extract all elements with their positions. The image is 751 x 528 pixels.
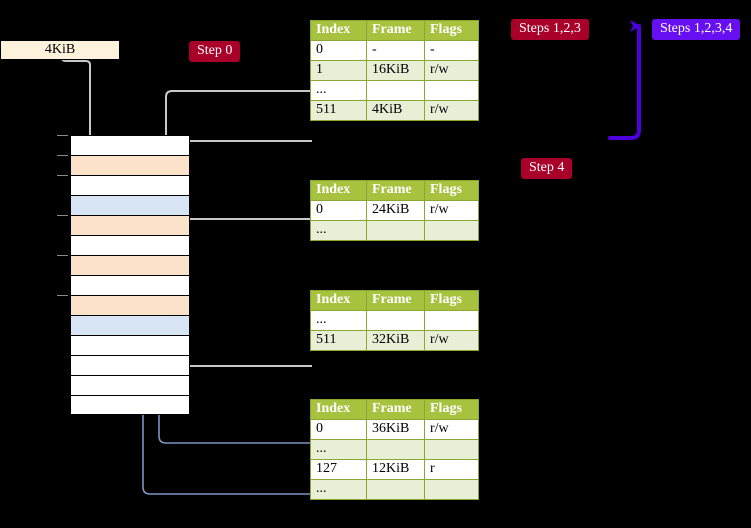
column-header-flags: Flags bbox=[424, 180, 479, 201]
cell-index: ... bbox=[310, 310, 367, 331]
cell-flags: r/w bbox=[424, 60, 479, 81]
cell-flags: r/w bbox=[424, 330, 479, 351]
column-header-index: Index bbox=[310, 180, 367, 201]
badge-steps-123: Steps 1,2,3 bbox=[511, 19, 589, 40]
cell-flags: - bbox=[424, 40, 479, 61]
cell-index: ... bbox=[310, 80, 367, 101]
cell-frame bbox=[366, 479, 425, 500]
memory-boundary-tick bbox=[57, 155, 68, 156]
cell-index: 511 bbox=[310, 330, 367, 351]
memory-frame-row bbox=[70, 295, 190, 315]
memory-boundary-tick bbox=[57, 175, 68, 176]
cell-frame: 4KiB bbox=[366, 100, 425, 121]
cell-frame: 24KiB bbox=[366, 200, 425, 221]
table-row: ... bbox=[310, 439, 479, 460]
cell-index: ... bbox=[310, 220, 367, 241]
physical-memory-column bbox=[70, 135, 190, 415]
cell-frame bbox=[366, 220, 425, 241]
cell-flags: r/w bbox=[424, 200, 479, 221]
cell-index: 127 bbox=[310, 459, 367, 480]
cell-frame: - bbox=[366, 40, 425, 61]
cell-frame: 12KiB bbox=[366, 459, 425, 480]
cell-index: ... bbox=[310, 439, 367, 460]
wire-table1-0-to-memory bbox=[179, 218, 312, 269]
memory-frame-row bbox=[70, 175, 190, 195]
badge-step-0: Step 0 bbox=[189, 41, 241, 62]
memory-size-label: 4KiB bbox=[0, 40, 120, 60]
column-header-frame: Frame bbox=[366, 290, 425, 311]
column-header-frame: Frame bbox=[366, 180, 425, 201]
cell-frame: 16KiB bbox=[366, 60, 425, 81]
cell-index: 511 bbox=[310, 100, 367, 121]
memory-boundary-tick bbox=[57, 295, 68, 296]
cell-frame bbox=[366, 310, 425, 331]
memory-frame-row bbox=[70, 155, 190, 175]
cell-flags bbox=[424, 479, 479, 500]
column-header-index: Index bbox=[310, 399, 367, 420]
cell-frame: 32KiB bbox=[366, 330, 425, 351]
cell-flags: r/w bbox=[424, 100, 479, 121]
memory-frame-row bbox=[70, 335, 190, 355]
memory-frame-row bbox=[70, 375, 190, 395]
memory-boundary-tick bbox=[57, 135, 68, 136]
memory-frame-row bbox=[70, 255, 190, 275]
memory-frame-row bbox=[70, 235, 190, 255]
badge-steps-1234: Steps 1,2,3,4 bbox=[652, 19, 741, 40]
cell-frame bbox=[366, 80, 425, 101]
cell-flags bbox=[424, 310, 479, 331]
column-header-flags: Flags bbox=[424, 399, 479, 420]
table-row: 0-- bbox=[310, 40, 479, 61]
cell-index: 0 bbox=[310, 419, 367, 440]
column-header-flags: Flags bbox=[424, 20, 479, 41]
cell-flags bbox=[424, 439, 479, 460]
memory-frame-row bbox=[70, 315, 190, 335]
cell-frame bbox=[366, 439, 425, 460]
memory-frame-row bbox=[70, 395, 190, 415]
memory-frame-row bbox=[70, 275, 190, 295]
violet-bracket-arrow bbox=[608, 20, 641, 140]
column-header-index: Index bbox=[310, 20, 367, 41]
table-row: ... bbox=[310, 310, 479, 331]
cell-flags: r/w bbox=[424, 419, 479, 440]
cell-index: ... bbox=[310, 479, 367, 500]
column-header-frame: Frame bbox=[366, 399, 425, 420]
column-header-flags: Flags bbox=[424, 290, 479, 311]
table-row: ... bbox=[310, 220, 479, 241]
cell-flags bbox=[424, 80, 479, 101]
cell-frame: 36KiB bbox=[366, 419, 425, 440]
wire-table2-511-to-memory bbox=[174, 308, 312, 367]
column-header-frame: Frame bbox=[366, 20, 425, 41]
cell-flags bbox=[424, 220, 479, 241]
column-header-index: Index bbox=[310, 290, 367, 311]
cell-flags: r bbox=[424, 459, 479, 480]
memory-boundary-tick bbox=[57, 255, 68, 256]
memory-frame-row bbox=[70, 215, 190, 235]
memory-frame-row bbox=[70, 355, 190, 375]
memory-frame-row bbox=[70, 195, 190, 215]
badge-step-4: Step 4 bbox=[521, 158, 573, 179]
cell-index: 0 bbox=[310, 200, 367, 221]
memory-boundary-tick bbox=[57, 215, 68, 216]
cell-index: 1 bbox=[310, 60, 367, 81]
table-row: ... bbox=[310, 80, 479, 101]
memory-frame-row bbox=[70, 135, 190, 155]
cell-index: 0 bbox=[310, 40, 367, 61]
table-row: ... bbox=[310, 479, 479, 500]
